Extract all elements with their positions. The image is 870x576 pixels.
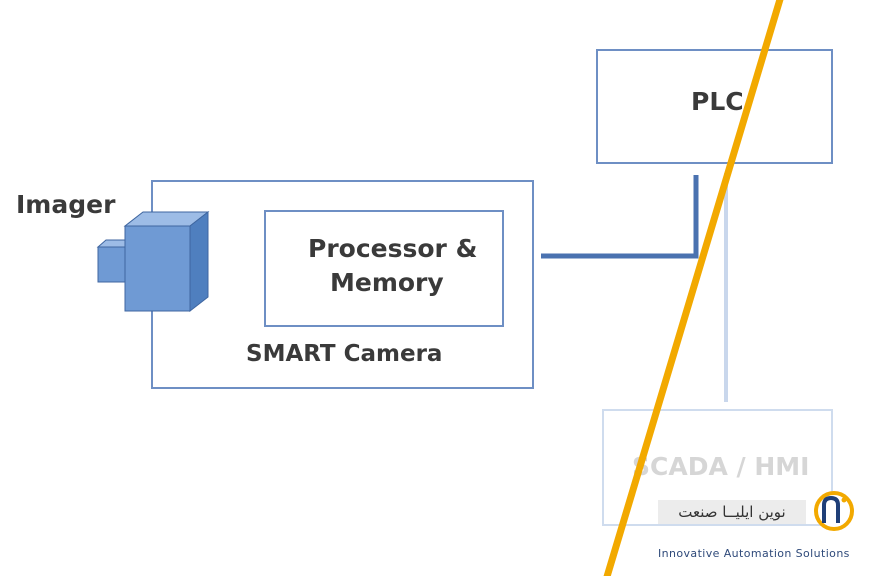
brand-name-persian: نوین ایلیــا صنعت <box>658 500 806 524</box>
processor-label-line1: Processor & <box>308 234 478 263</box>
plc-label: PLC <box>691 87 744 116</box>
imager-label: Imager <box>16 190 116 219</box>
camera-label: SMART Camera <box>246 341 443 367</box>
scada-hmi-label: SCADA / HMI <box>632 452 810 481</box>
camera-plc-connector <box>541 175 699 259</box>
brand-logo-icon <box>814 491 854 531</box>
diagonal-stripe <box>603 0 784 576</box>
imager-camera-icon <box>96 210 210 313</box>
processor-label-line2: Memory <box>330 268 444 297</box>
plc-box <box>596 49 833 164</box>
brand-tagline: Innovative Automation Solutions <box>658 547 850 560</box>
scada-hmi-box <box>602 409 833 526</box>
processor-memory-box <box>264 210 504 327</box>
